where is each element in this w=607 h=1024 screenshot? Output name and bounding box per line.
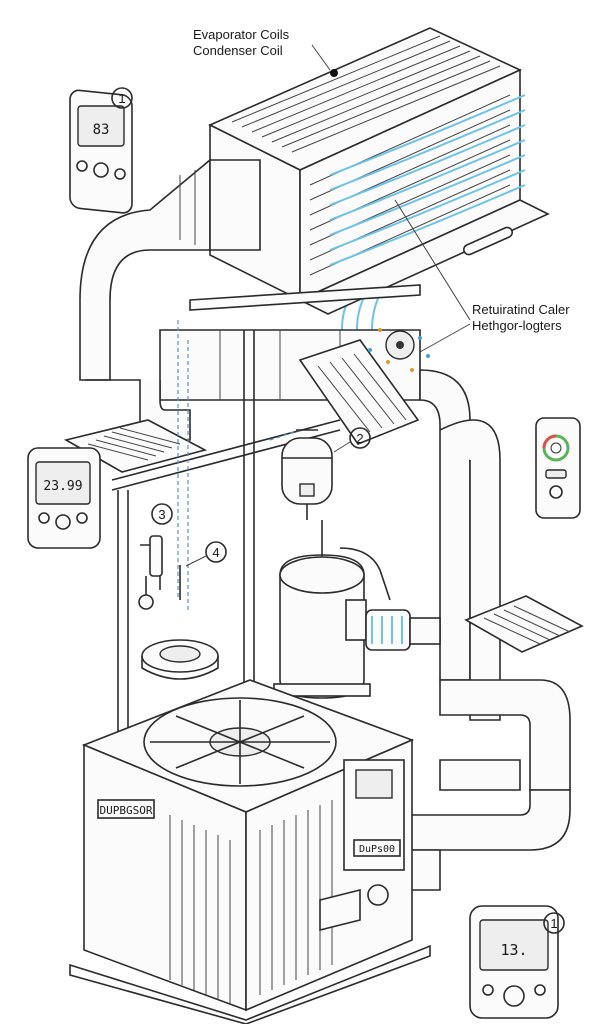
unit-side-label: DuPs00 bbox=[359, 844, 395, 855]
return-grille-center bbox=[298, 339, 420, 445]
motor-coupling bbox=[365, 609, 441, 651]
return-air-label: Retuiratind Caler Hethgor-logters bbox=[394, 199, 570, 353]
pressure-sensor bbox=[138, 535, 181, 610]
compressor bbox=[273, 520, 391, 699]
callout-3-number: 3 bbox=[158, 507, 165, 522]
condenser-label: Condenser Coil bbox=[193, 43, 283, 58]
callout-4: 4 bbox=[185, 541, 227, 567]
evaporator-condenser-label: Evaporator Coils Condenser Coil bbox=[193, 27, 338, 77]
supply-grille-right bbox=[464, 595, 584, 653]
return-air-line1: Retuiratind Caler bbox=[472, 302, 570, 317]
air-filter-particles bbox=[368, 328, 430, 372]
condensing-unit: DUPBGSOR DuPs00 bbox=[69, 679, 431, 1024]
thermostat-left-display: 23.99 bbox=[43, 479, 82, 494]
callout-2: 2 bbox=[333, 427, 371, 453]
thermostat-top-left-display: 83 bbox=[93, 122, 110, 138]
callout-2-number: 2 bbox=[356, 431, 363, 446]
evaporator-label: Evaporator Coils bbox=[193, 27, 290, 42]
return-air-line2: Hethgor-logters bbox=[472, 318, 562, 333]
callout-1-bottom: 1 bbox=[543, 912, 565, 934]
thermostat-right bbox=[535, 417, 581, 519]
callout-4-number: 4 bbox=[212, 545, 219, 560]
callout-1-top: 1 bbox=[111, 87, 133, 109]
callout-3: 3 bbox=[151, 503, 173, 525]
thermostat-left: 23.99 bbox=[27, 447, 101, 549]
thermostat-bottom-right-display: 13. bbox=[500, 941, 527, 959]
callout-1-top-number: 1 bbox=[118, 91, 125, 106]
drain-fitting bbox=[141, 639, 219, 680]
callout-1-bottom-number: 1 bbox=[550, 916, 557, 931]
thermostat-bottom-right: 13. bbox=[469, 905, 559, 1019]
expansion-valve bbox=[281, 429, 333, 520]
unit-front-label: DUPBGSOR bbox=[100, 804, 153, 817]
label-pointer-dot bbox=[330, 69, 338, 77]
thermostat-top-left: 83 bbox=[69, 89, 133, 214]
